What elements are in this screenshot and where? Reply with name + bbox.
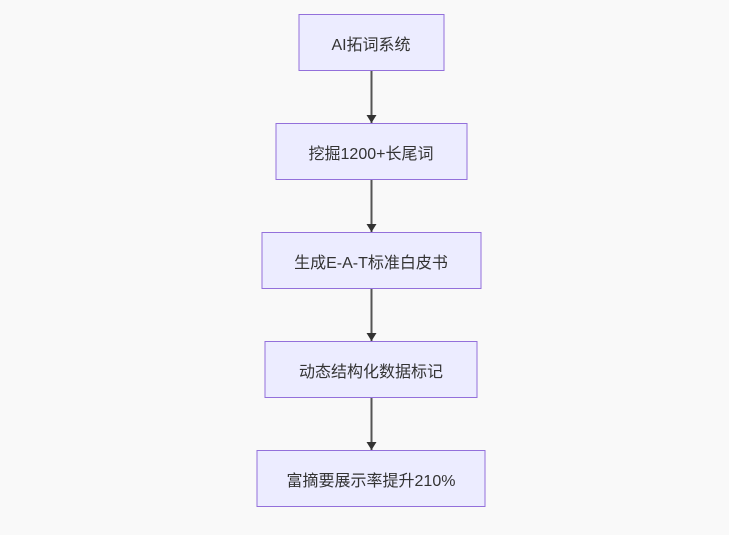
arrowhead-icon bbox=[366, 224, 376, 232]
flowchart: AI拓词系统 挖掘1200+长尾词 生成E-A-T标准白皮书 动态结构化数据标记… bbox=[256, 14, 486, 507]
node-label: 挖掘1200+长尾词 bbox=[308, 145, 434, 163]
node-label: AI拓词系统 bbox=[331, 36, 411, 54]
arrowhead-icon bbox=[366, 333, 376, 341]
flowchart-node-rich-snippet-rate: 富摘要展示率提升210% bbox=[256, 450, 486, 507]
arrow-connector-3 bbox=[366, 289, 376, 341]
node-label: 生成E-A-T标准白皮书 bbox=[294, 254, 448, 272]
node-label: 富摘要展示率提升210% bbox=[286, 472, 456, 490]
arrow-connector-2 bbox=[366, 180, 376, 232]
arrow-connector-1 bbox=[366, 71, 376, 123]
flowchart-node-longtail-keywords: 挖掘1200+长尾词 bbox=[275, 123, 467, 180]
flowchart-node-structured-data-markup: 动态结构化数据标记 bbox=[264, 341, 478, 398]
flowchart-node-ai-word-expansion: AI拓词系统 bbox=[298, 14, 444, 71]
arrowhead-icon bbox=[366, 115, 376, 123]
flowchart-node-eat-whitepaper: 生成E-A-T标准白皮书 bbox=[261, 232, 481, 289]
arrowhead-icon bbox=[366, 442, 376, 450]
arrow-connector-4 bbox=[366, 398, 376, 450]
node-label: 动态结构化数据标记 bbox=[298, 363, 443, 381]
